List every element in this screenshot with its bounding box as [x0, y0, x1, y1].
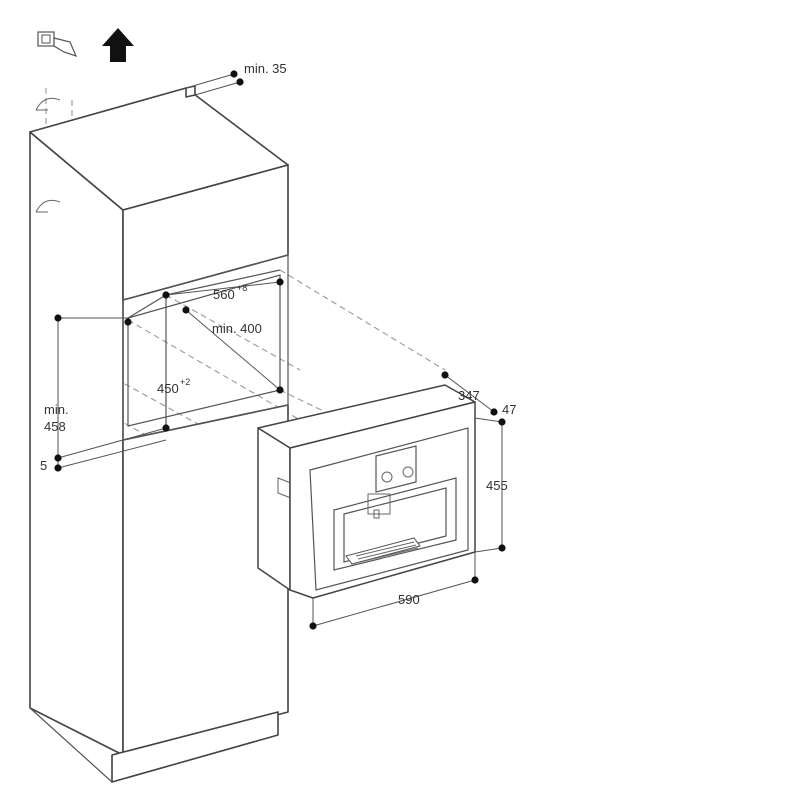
label-appliance-depth: 347 [458, 388, 480, 403]
label-niche-width: 560 [213, 287, 235, 302]
coffee-machine [257, 384, 476, 599]
appliance-spout-area [333, 477, 457, 571]
dimension-point [498, 544, 506, 552]
label-niche-width-tolerance: +8 [237, 283, 247, 293]
label-front-depth: 47 [502, 402, 516, 417]
dimension-point [441, 371, 449, 379]
label-appliance-height: 455 [486, 478, 508, 493]
dimension-point [54, 454, 62, 462]
tall-cabinet [29, 85, 289, 783]
dimension-point [276, 386, 284, 394]
label-niche-depth: min. 400 [212, 321, 262, 336]
label-side-clearance-prefix: min. [44, 402, 69, 417]
dimension-point [182, 306, 190, 314]
label-bottom-gap: 5 [40, 458, 47, 473]
niche-dimension-lines [54, 70, 284, 472]
ventilation-icon [37, 31, 78, 57]
dimension-point [162, 424, 170, 432]
appliance-side [257, 427, 291, 591]
appliance-control-panel [375, 445, 417, 493]
dimension-point [309, 622, 317, 630]
dimension-point [471, 576, 479, 584]
dimension-point [54, 314, 62, 322]
dial-icon [381, 471, 393, 483]
label-appliance-width: 590 [398, 592, 420, 607]
label-top-clearance: min. 35 [244, 61, 287, 76]
label-niche-height-tolerance: +2 [180, 377, 190, 387]
cabinet-plinth [111, 711, 279, 783]
airflow-arrow-icon [102, 28, 134, 62]
dimension-point [236, 78, 244, 86]
dimension-labels: min. 35 560 +8 min. 400 450 +2 min. 458 … [40, 61, 516, 607]
dimension-point [230, 70, 238, 78]
appliance-front-frame [289, 401, 476, 599]
hinge-icon [35, 97, 61, 213]
dial-icon [402, 466, 414, 478]
dimension-point [124, 318, 132, 326]
dimension-point [490, 408, 498, 416]
label-niche-height: 450 [157, 381, 179, 396]
dimension-point [54, 464, 62, 472]
appliance-front-panel [309, 427, 469, 591]
dimension-point [276, 278, 284, 286]
appliance-dimension-lines [309, 371, 506, 630]
dimension-point [162, 291, 170, 299]
label-side-clearance-value: 458 [44, 419, 66, 434]
dimension-point [498, 418, 506, 426]
